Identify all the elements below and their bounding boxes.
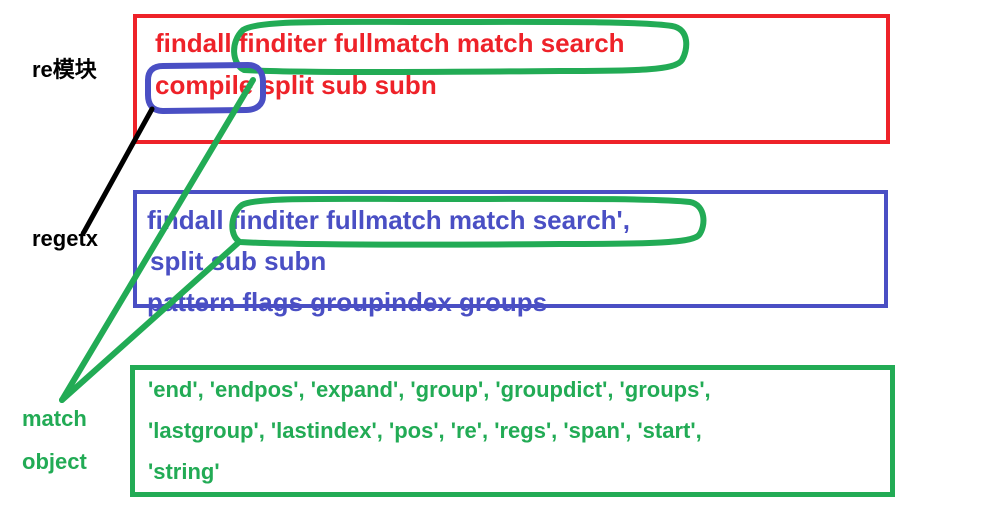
regetx-line-1: findall finditer fullmatch match search'… bbox=[147, 205, 630, 235]
match-object-box bbox=[130, 365, 895, 497]
match-object-line-2: 'lastgroup', 'lastindex', 'pos', 're', '… bbox=[148, 418, 702, 443]
regetx-line-2: split sub subn bbox=[150, 246, 327, 276]
re-module-line-1: findall finditer fullmatch match search bbox=[155, 28, 625, 58]
match-object-line-3: 'string' bbox=[148, 459, 220, 484]
label-match-object-line2: object bbox=[22, 449, 87, 474]
label-match-object-line1: match bbox=[22, 406, 87, 431]
label-regetx: regetx bbox=[32, 226, 99, 251]
regetx-line-3: pattern flags groupindex groups bbox=[147, 287, 548, 317]
label-re-module: re模块 bbox=[32, 57, 97, 82]
match-object-line-1: 'end', 'endpos', 'expand', 'group', 'gro… bbox=[148, 377, 711, 402]
re-module-line-2: compile split sub subn bbox=[155, 70, 437, 100]
